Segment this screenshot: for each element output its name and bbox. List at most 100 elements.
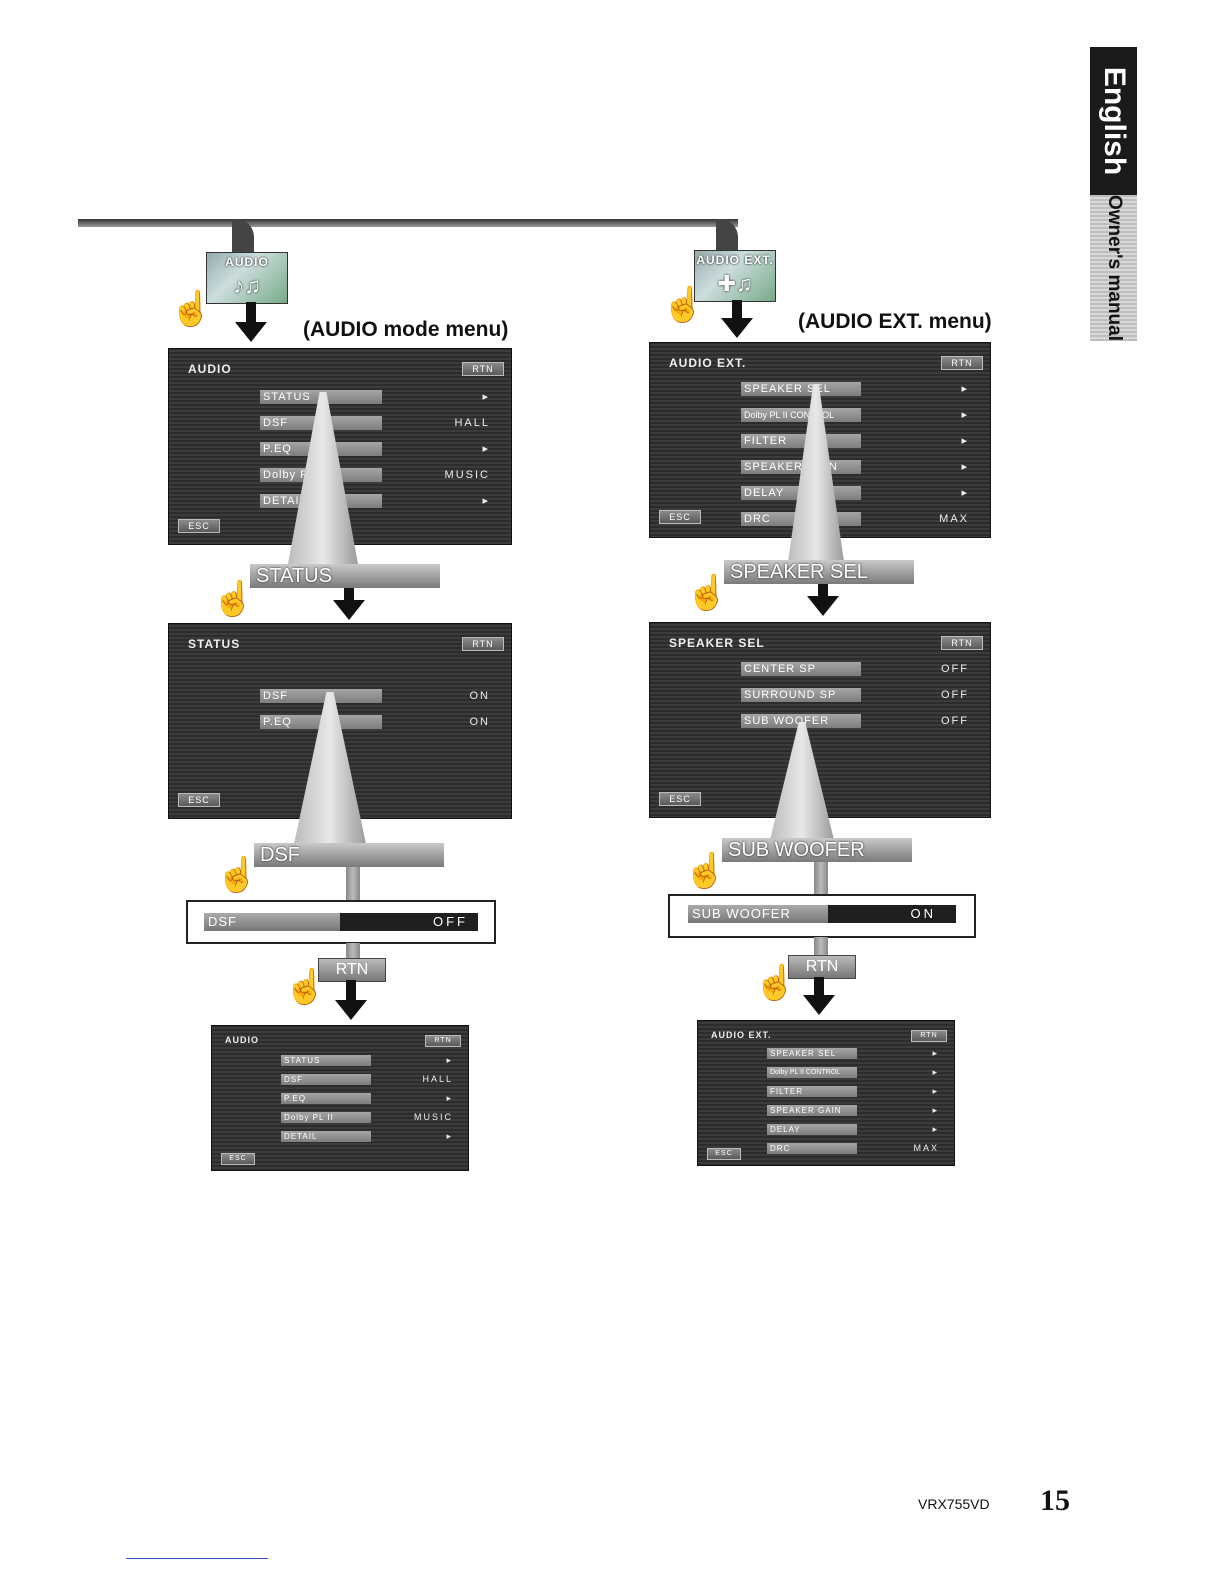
menu-row-dolby-control[interactable]: Dolby PL II CONTROL ▸ bbox=[697, 1063, 955, 1082]
menu-item-value: OFF bbox=[941, 689, 969, 701]
touched-item-banner: STATUS bbox=[250, 564, 440, 588]
menu-item-value: ▸ bbox=[446, 1055, 453, 1065]
menu-item-value: ▸ bbox=[932, 1067, 939, 1077]
menu-item-label: Dolby PL II CONTROL bbox=[767, 1067, 857, 1078]
menu-row-status[interactable]: STATUS ▸ bbox=[168, 384, 512, 410]
language-label: English bbox=[1097, 66, 1131, 176]
connector-drop-left bbox=[232, 219, 254, 255]
esc-button[interactable]: ESC bbox=[178, 793, 220, 807]
down-arrow-icon bbox=[721, 318, 753, 338]
rtn-button[interactable]: RTN bbox=[425, 1035, 461, 1047]
down-arrow-shaft bbox=[246, 302, 256, 324]
audio-ext-caption: (AUDIO EXT. menu) bbox=[798, 310, 992, 333]
touch-hand-icon: ☝ bbox=[212, 580, 255, 618]
esc-button[interactable]: ESC bbox=[707, 1148, 741, 1160]
menu-item-value: HALL bbox=[454, 417, 490, 429]
touched-item-banner: DSF bbox=[254, 843, 444, 867]
rtn-button[interactable]: RTN bbox=[462, 362, 504, 376]
audio-mode-caption: (AUDIO mode menu) bbox=[303, 318, 509, 341]
subwoofer-setting-bar[interactable]: SUB WOOFER ON bbox=[688, 905, 956, 923]
dsf-setting-box: DSF OFF bbox=[186, 900, 496, 944]
footer-rule bbox=[126, 1558, 268, 1559]
setting-value: OFF bbox=[433, 914, 468, 929]
status-row-dsf[interactable]: DSF ON bbox=[168, 683, 512, 709]
menu-item-value: ▸ bbox=[961, 435, 969, 447]
down-arrow-shaft bbox=[732, 300, 742, 320]
menu-row-dsf[interactable]: DSF HALL bbox=[168, 410, 512, 436]
menu-item-label: CENTER SP bbox=[741, 662, 861, 676]
audio-ext-source-label: AUDIO EXT. bbox=[696, 253, 774, 267]
menu-row-filter[interactable]: FILTER ▸ bbox=[697, 1082, 955, 1101]
down-arrow-shaft bbox=[818, 584, 828, 598]
screen-title: AUDIO EXT. bbox=[669, 356, 747, 370]
rtn-button[interactable]: RTN bbox=[318, 958, 386, 982]
menu-item-label: SPEAKER SEL bbox=[767, 1048, 857, 1059]
speaker-row-subwoofer[interactable]: SUB WOOFER OFF bbox=[649, 708, 991, 734]
touched-item-banner: SUB WOOFER bbox=[722, 838, 912, 862]
speaker-sel-screen: SPEAKER SEL RTN CENTER SP OFF SURROUND S… bbox=[649, 622, 991, 818]
rtn-button[interactable]: RTN bbox=[941, 636, 983, 650]
flow-stem bbox=[346, 943, 360, 959]
menu-item-label: SPEAKER SEL bbox=[741, 382, 861, 396]
rtn-button[interactable]: RTN bbox=[911, 1030, 947, 1042]
menu-item-label: DELAY bbox=[767, 1124, 857, 1135]
rtn-button[interactable]: RTN bbox=[462, 637, 504, 651]
menu-item-label: DRC bbox=[767, 1143, 857, 1154]
subwoofer-setting-box: SUB WOOFER ON bbox=[668, 894, 976, 938]
menu-row-status[interactable]: STATUS ▸ bbox=[211, 1051, 469, 1070]
touch-hand-icon: ☝ bbox=[216, 856, 259, 894]
menu-row-drc[interactable]: DRC MAX bbox=[697, 1139, 955, 1158]
menu-item-value: OFF bbox=[941, 715, 969, 727]
down-arrow-shaft bbox=[346, 980, 356, 1002]
language-side-tab: English Owner's manual bbox=[1090, 47, 1137, 341]
menu-item-value: ▸ bbox=[482, 495, 490, 507]
touch-hand-icon: ☝ bbox=[170, 290, 213, 328]
flow-stem bbox=[814, 937, 828, 955]
touch-hand-icon: ☝ bbox=[754, 964, 797, 1002]
menu-item-value: ▸ bbox=[446, 1093, 453, 1103]
touch-hand-icon: ☝ bbox=[662, 286, 705, 324]
menu-row-speaker-sel[interactable]: SPEAKER SEL ▸ bbox=[649, 376, 991, 402]
down-arrow-icon bbox=[333, 600, 365, 620]
menu-item-value: ▸ bbox=[961, 383, 969, 395]
menu-item-label: P.EQ bbox=[281, 1093, 371, 1104]
menu-item-value: HALL bbox=[422, 1074, 453, 1084]
audio-source-icon[interactable]: AUDIO ♪♫ bbox=[206, 252, 288, 304]
esc-button[interactable]: ESC bbox=[221, 1153, 255, 1165]
menu-row-delay[interactable]: DELAY ▸ bbox=[697, 1120, 955, 1139]
menu-item-label: DSF bbox=[281, 1074, 371, 1085]
down-arrow-icon bbox=[807, 596, 839, 616]
menu-row-dsf[interactable]: DSF HALL bbox=[211, 1070, 469, 1089]
menu-row-detail[interactable]: DETAIL ▸ bbox=[211, 1127, 469, 1146]
menu-item-label: FILTER bbox=[741, 434, 861, 448]
audio-ext-source-icon[interactable]: AUDIO EXT. ✚♫ bbox=[694, 250, 776, 302]
rtn-button[interactable]: RTN bbox=[788, 955, 856, 979]
dsf-setting-bar[interactable]: DSF OFF bbox=[204, 913, 478, 931]
menu-row-dolby[interactable]: Dolby PL II MUSIC bbox=[211, 1108, 469, 1127]
esc-button[interactable]: ESC bbox=[178, 519, 220, 533]
rtn-button[interactable]: RTN bbox=[941, 356, 983, 370]
menu-row-peq[interactable]: P.EQ ▸ bbox=[211, 1089, 469, 1108]
connector-line bbox=[78, 219, 738, 227]
menu-row-speaker-sel[interactable]: SPEAKER SEL ▸ bbox=[697, 1044, 955, 1063]
flow-stem bbox=[346, 867, 360, 901]
speaker-row-center[interactable]: CENTER SP OFF bbox=[649, 656, 991, 682]
menu-row-filter[interactable]: FILTER ▸ bbox=[649, 428, 991, 454]
menu-item-value: ▸ bbox=[932, 1086, 939, 1096]
menu-item-value: MUSIC bbox=[444, 469, 490, 481]
menu-row-peq[interactable]: P.EQ ▸ bbox=[168, 436, 512, 462]
menu-row-dolby-control[interactable]: Dolby PL II CONTROL ▸ bbox=[649, 402, 991, 428]
screen-title: AUDIO bbox=[225, 1035, 259, 1045]
menu-item-value: OFF bbox=[941, 663, 969, 675]
menu-item-value: ON bbox=[469, 716, 490, 728]
menu-item-value: MAX bbox=[939, 513, 969, 525]
menu-item-label: DETAIL bbox=[281, 1131, 371, 1142]
esc-button[interactable]: ESC bbox=[659, 792, 701, 806]
touch-hand-icon: ☝ bbox=[684, 852, 727, 890]
connector-drop-right bbox=[716, 219, 738, 251]
screen-title: AUDIO bbox=[188, 362, 232, 376]
page-number: 15 bbox=[1040, 1484, 1070, 1517]
speaker-row-surround[interactable]: SURROUND SP OFF bbox=[649, 682, 991, 708]
menu-row-speaker-gain[interactable]: SPEAKER GAIN ▸ bbox=[697, 1101, 955, 1120]
esc-button[interactable]: ESC bbox=[659, 510, 701, 524]
